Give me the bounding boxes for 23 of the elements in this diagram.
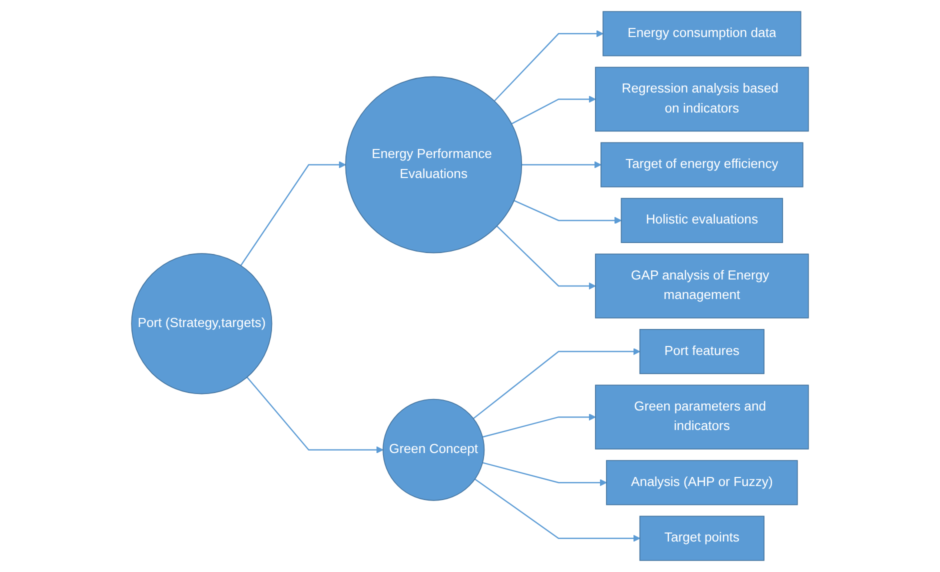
arrow — [514, 200, 622, 224]
arrow — [511, 96, 596, 124]
arrow — [246, 376, 384, 454]
arrow — [494, 30, 604, 102]
arrow — [496, 226, 596, 290]
node-circle: Energy Performance Evaluations — [345, 76, 522, 254]
node-circle: Port (Strategy,targets) — [131, 253, 272, 394]
node-circle: Green Concept — [382, 398, 485, 501]
arrow — [522, 161, 602, 168]
node-box: Target points — [639, 516, 764, 561]
node-box: Target of energy efficiency — [600, 142, 804, 188]
node-box: Energy consumption data — [602, 11, 802, 56]
arrow — [474, 478, 640, 542]
arrow — [482, 462, 607, 486]
node-box: Analysis (AHP or Fuzzy) — [606, 460, 798, 506]
node-box: Port features — [639, 329, 764, 374]
arrow — [240, 161, 346, 266]
node-box: Holistic evaluations — [620, 198, 784, 243]
arrow — [482, 413, 596, 438]
node-box: Regression analysis based on indicators — [595, 66, 809, 132]
arrow — [473, 348, 640, 420]
node-box: GAP analysis of Energy management — [595, 254, 809, 318]
node-box: Green parameters and indicators — [595, 384, 809, 450]
